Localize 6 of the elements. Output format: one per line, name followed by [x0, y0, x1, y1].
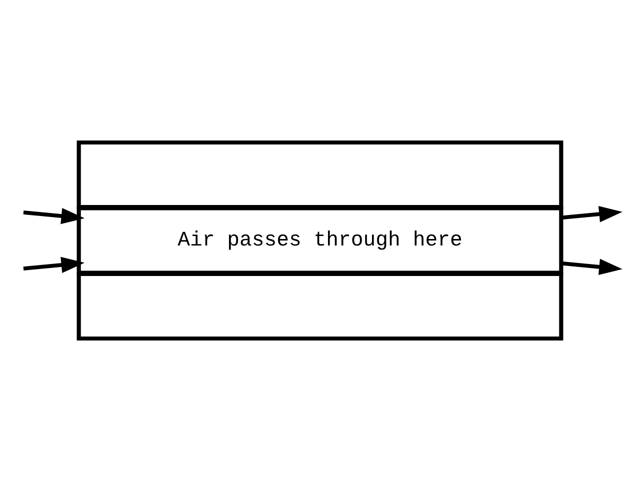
arrow	[23, 256, 85, 273]
node-box	[76, 272, 564, 340]
arrow	[23, 207, 85, 224]
node-box	[76, 140, 564, 208]
arrow	[561, 258, 622, 275]
arrow	[561, 205, 622, 222]
